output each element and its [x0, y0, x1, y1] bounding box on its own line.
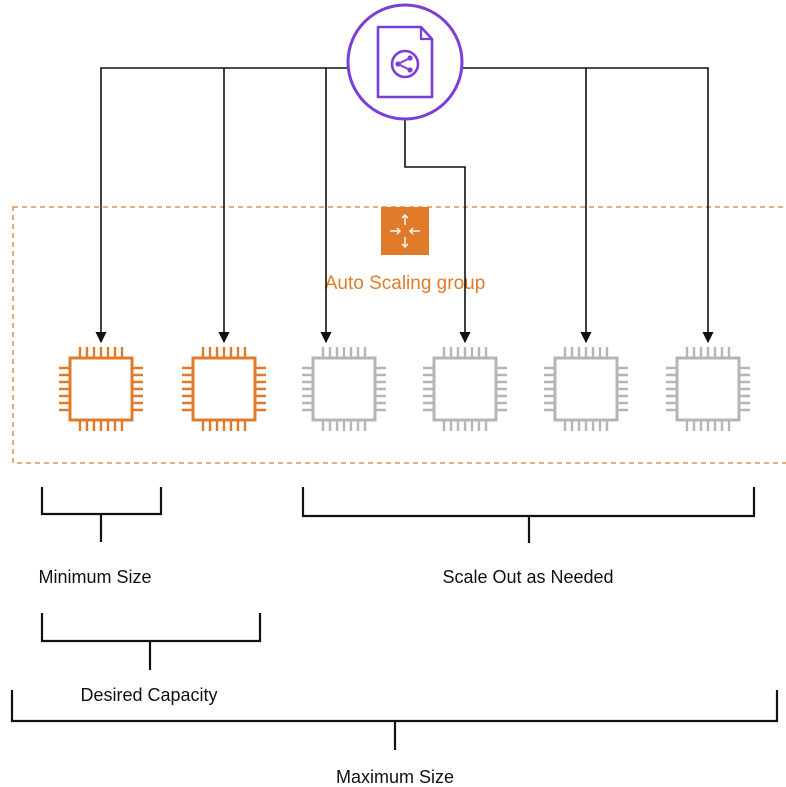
ec2-instance-icon [666, 347, 750, 431]
chip-body [68, 356, 134, 422]
bracket-desired-capacity [40, 613, 262, 670]
connector-lines [95, 67, 714, 344]
ec2-instance-icon [182, 347, 266, 431]
bracket-scale-out [301, 487, 756, 543]
auto-scaling-icon [381, 207, 429, 255]
arrow-instance-4 [404, 118, 471, 344]
ec2-instance-icon [59, 347, 143, 431]
chip-pins [302, 347, 386, 431]
chip-body [553, 356, 619, 422]
chip-pins [423, 347, 507, 431]
group-label: Auto Scaling group [325, 273, 486, 294]
bracket-maximum-size [10, 690, 779, 750]
desired-capacity-label: Desired Capacity [80, 685, 217, 705]
chip-body [675, 356, 741, 422]
arrow-instance-1 [95, 67, 350, 344]
ec2-instance-icon [423, 347, 507, 431]
chip-pins [666, 347, 750, 431]
instances [59, 347, 750, 431]
maximum-size-label: Maximum Size [336, 767, 454, 787]
brackets [10, 487, 779, 750]
arrow-instance-5 [460, 67, 592, 344]
chip-body [432, 356, 498, 422]
chip-pins [59, 347, 143, 431]
bracket-minimum-size [40, 487, 163, 542]
elastic-load-balancer-icon [346, 3, 464, 121]
minimum-size-label: Minimum Size [38, 567, 151, 587]
chip-pins [182, 347, 266, 431]
ec2-instance-icon [302, 347, 386, 431]
chip-pins [544, 347, 628, 431]
arrow-instance-6 [586, 67, 714, 344]
chip-body [311, 356, 377, 422]
scale-out-label: Scale Out as Needed [442, 567, 613, 587]
chip-body [191, 356, 257, 422]
ec2-instance-icon [544, 347, 628, 431]
auto-scaling-group-border [12, 206, 786, 464]
